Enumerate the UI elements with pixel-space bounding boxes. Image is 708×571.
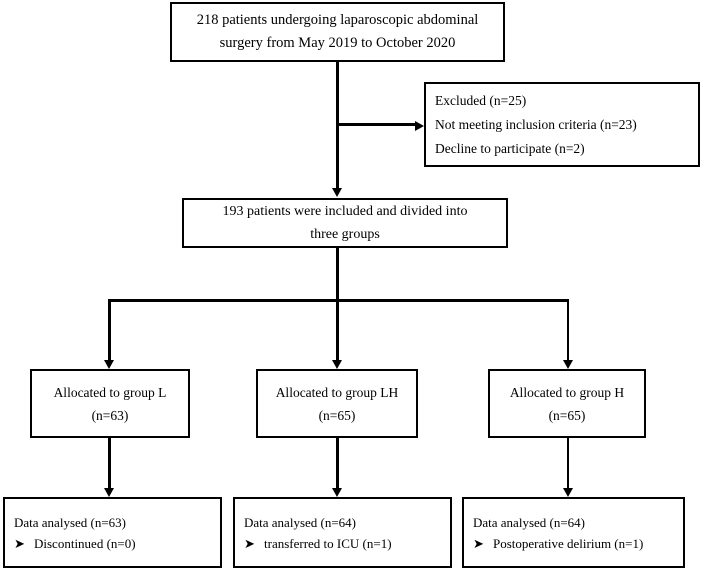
connector-split-to-group-h: [566, 299, 569, 360]
node-excluded-line3: Decline to participate (n=2): [435, 140, 585, 156]
node-result-h: Data analysed (n=64) ➤ Postoperative del…: [462, 497, 685, 568]
node-result-l-line1: Data analysed (n=63): [14, 514, 127, 530]
connector-split-to-group-lh-arrowhead: [332, 360, 343, 369]
node-excluded: Excluded (n=25) Not meeting inclusion cr…: [424, 82, 700, 167]
connector-split-bar: [108, 299, 569, 302]
node-included-line2: three groups: [310, 227, 380, 242]
node-result-l-bullet-row: ➤ Discontinued (n=0): [14, 533, 136, 554]
node-group-l: Allocated to group L (n=63): [30, 369, 190, 438]
node-result-h-bullet-row: ➤ Postoperative delirium (n=1): [473, 533, 643, 554]
node-group-l-line2: (n=63): [91, 407, 129, 423]
node-group-lh: Allocated to group LH (n=65): [256, 369, 418, 438]
node-enrolled-line2: surgery from May 2019 to October 2020: [219, 35, 456, 51]
connector-group-h-to-result-arrowhead: [562, 488, 573, 497]
arrow-bullet-icon: ➤: [14, 535, 25, 551]
connector-to-excluded-arrowhead: [415, 120, 424, 131]
node-included-line1: 193 patients were included and divided i…: [222, 204, 468, 219]
node-included: 193 patients were included and divided i…: [182, 198, 508, 248]
node-result-lh-line1: Data analysed (n=64): [244, 514, 357, 530]
node-group-h: Allocated to group H (n=65): [488, 369, 646, 438]
node-enrolled-line1: 218 patients undergoing laparoscopic abd…: [196, 12, 479, 28]
node-result-l: Data analysed (n=63) ➤ Discontinued (n=0…: [3, 497, 222, 568]
connector-group-h-to-result: [566, 438, 569, 488]
arrow-bullet-icon: ➤: [244, 535, 255, 551]
node-result-h-bullet1: Postoperative delirium (n=1): [493, 535, 644, 551]
node-result-lh-bullet1: transferred to ICU (n=1): [264, 535, 392, 551]
connector-to-excluded: [337, 123, 415, 126]
connector-enrolled-to-included-arrowhead: [332, 188, 343, 197]
node-result-h-line1: Data analysed (n=64): [473, 514, 586, 530]
connector-included-to-split: [336, 248, 339, 300]
connector-split-to-group-l: [108, 299, 111, 360]
arrow-bullet-icon: ➤: [473, 535, 484, 551]
node-result-lh-bullet-row: ➤ transferred to ICU (n=1): [244, 533, 392, 554]
connector-group-lh-to-result-arrowhead: [332, 488, 343, 497]
connector-split-to-group-h-arrowhead: [562, 360, 573, 369]
connector-group-l-to-result: [108, 438, 111, 488]
node-excluded-line2: Not meeting inclusion criteria (n=23): [435, 116, 637, 132]
connector-split-to-group-lh: [336, 299, 339, 360]
node-excluded-line1: Excluded (n=25): [435, 92, 527, 108]
node-result-lh: Data analysed (n=64) ➤ transferred to IC…: [233, 497, 452, 568]
connector-split-to-group-l-arrowhead: [104, 360, 115, 369]
connector-group-l-to-result-arrowhead: [104, 488, 115, 497]
connector-group-lh-to-result: [336, 438, 339, 488]
node-enrolled: 218 patients undergoing laparoscopic abd…: [170, 2, 505, 62]
node-group-lh-line1: Allocated to group LH: [275, 384, 399, 400]
node-group-l-line1: Allocated to group L: [53, 384, 167, 400]
node-result-l-bullet1: Discontinued (n=0): [34, 535, 136, 551]
node-group-h-line2: (n=65): [548, 407, 586, 423]
node-group-h-line1: Allocated to group H: [509, 384, 625, 400]
node-group-lh-line2: (n=65): [318, 407, 356, 423]
